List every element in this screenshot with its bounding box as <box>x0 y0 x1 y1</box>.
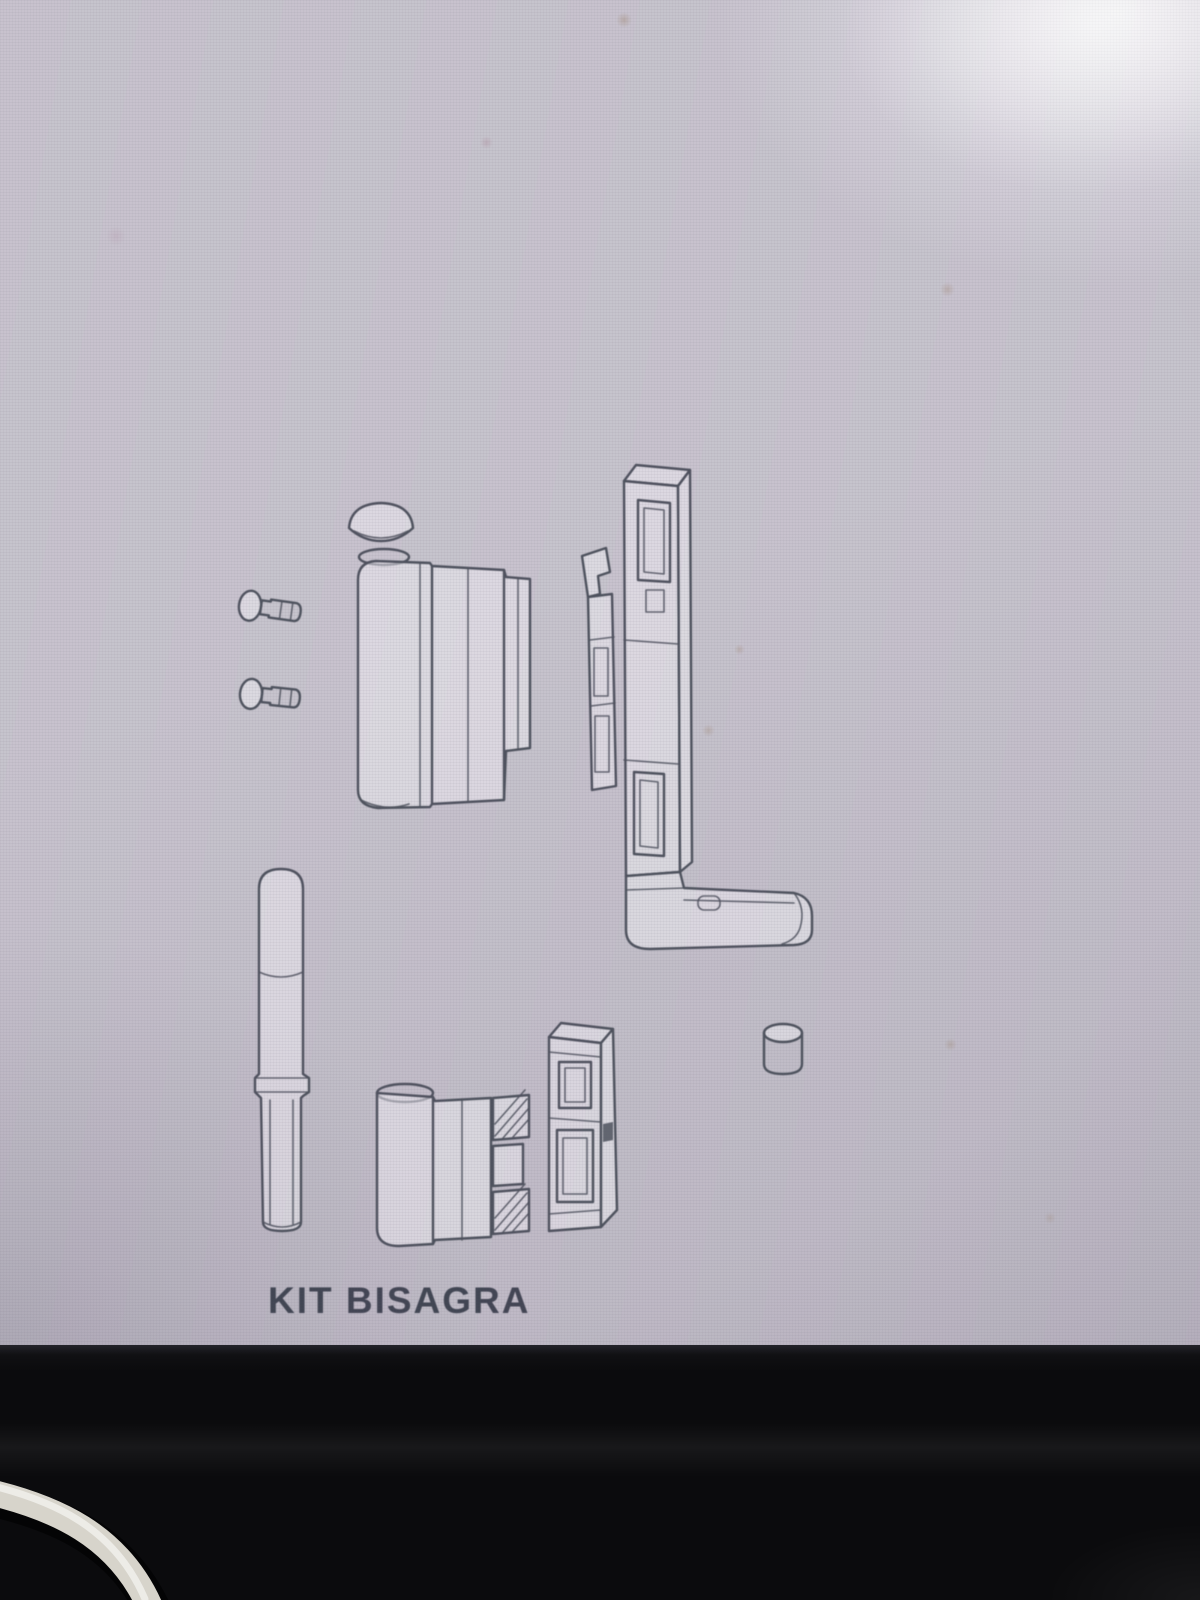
cable-highlight <box>0 1484 149 1600</box>
part-upper-hinge-leaf-icon <box>356 547 532 810</box>
part-spacer-bushing-icon <box>762 1022 804 1076</box>
part-long-screw-icon <box>238 677 302 711</box>
monitor-bezel <box>0 1345 1200 1600</box>
part-short-screw-icon <box>237 589 302 623</box>
hinge-kit-diagram <box>237 463 814 1248</box>
kit-caption: KIT BISAGRA <box>268 1280 531 1321</box>
part-mounting-block-icon <box>547 1021 619 1233</box>
part-hinge-pin-icon <box>253 867 311 1233</box>
monitor-screen: KIT BISAGRA <box>0 0 1200 1345</box>
power-cable <box>0 1481 169 1600</box>
part-lower-hinge-leaf-icon <box>375 1082 531 1248</box>
part-l-bracket-icon <box>580 463 814 951</box>
part-oval-cap-icon <box>347 501 415 543</box>
